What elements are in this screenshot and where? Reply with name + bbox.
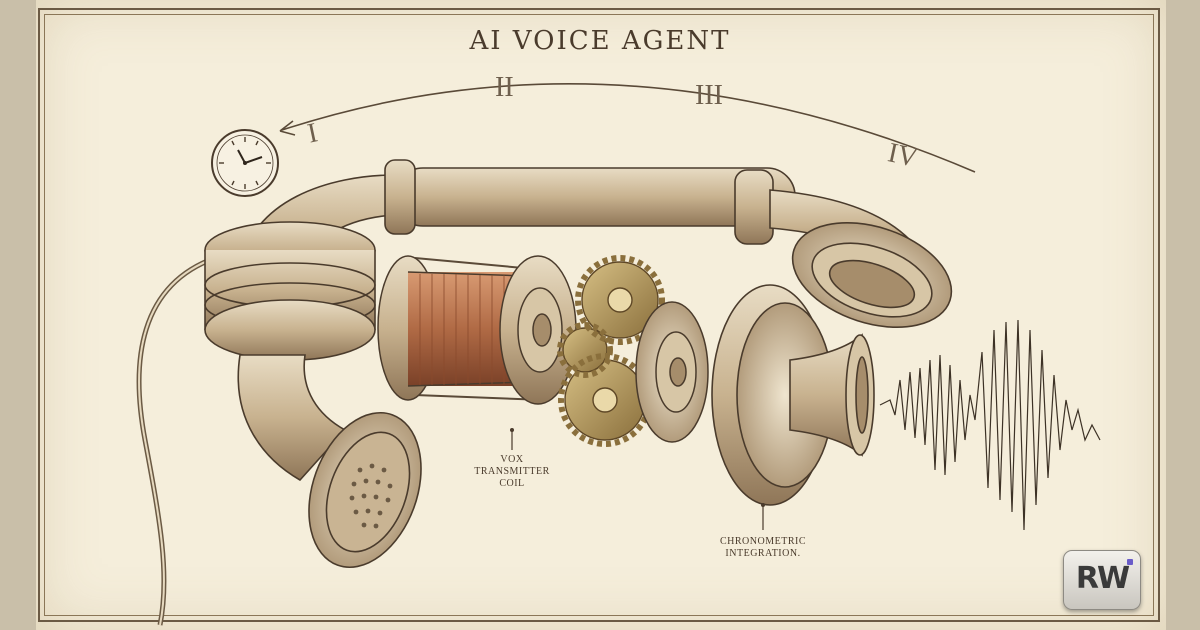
transmitter-coil — [377, 255, 577, 405]
timeline-arc — [281, 83, 976, 173]
timeline-numeral-2: II — [495, 72, 514, 103]
coil-label-line-1: VOX — [500, 454, 524, 465]
integration-label-line-1: CHRONOMETRIC — [719, 536, 806, 547]
bell-receiver — [711, 284, 875, 506]
integration-label: CHRONOMETRIC INTEGRATION. — [693, 536, 833, 560]
sound-wave — [879, 319, 1101, 531]
coil-label-line-3: COIL — [499, 478, 525, 489]
handset — [204, 159, 953, 569]
coil-label: VOX TRANSMITTER COIL — [452, 454, 572, 490]
brass-gears — [557, 255, 665, 447]
timeline-numeral-3: III — [695, 80, 723, 111]
mouthpiece-perforations — [349, 463, 393, 529]
clock-icon — [211, 129, 279, 197]
logo-text: RW — [1075, 561, 1130, 596]
rw-logo-badge: RW — [1063, 550, 1141, 610]
telephone-cord — [136, 255, 216, 626]
timeline-arrowhead — [279, 120, 296, 136]
coil-label-line-2: TRANSMITTER — [474, 466, 550, 477]
page-title: AI VOICE AGENT — [469, 26, 731, 56]
integration-label-line-2: INTEGRATION. — [725, 548, 801, 559]
logo-accent-dot — [1127, 559, 1133, 565]
diaphragm-disc — [635, 301, 709, 443]
